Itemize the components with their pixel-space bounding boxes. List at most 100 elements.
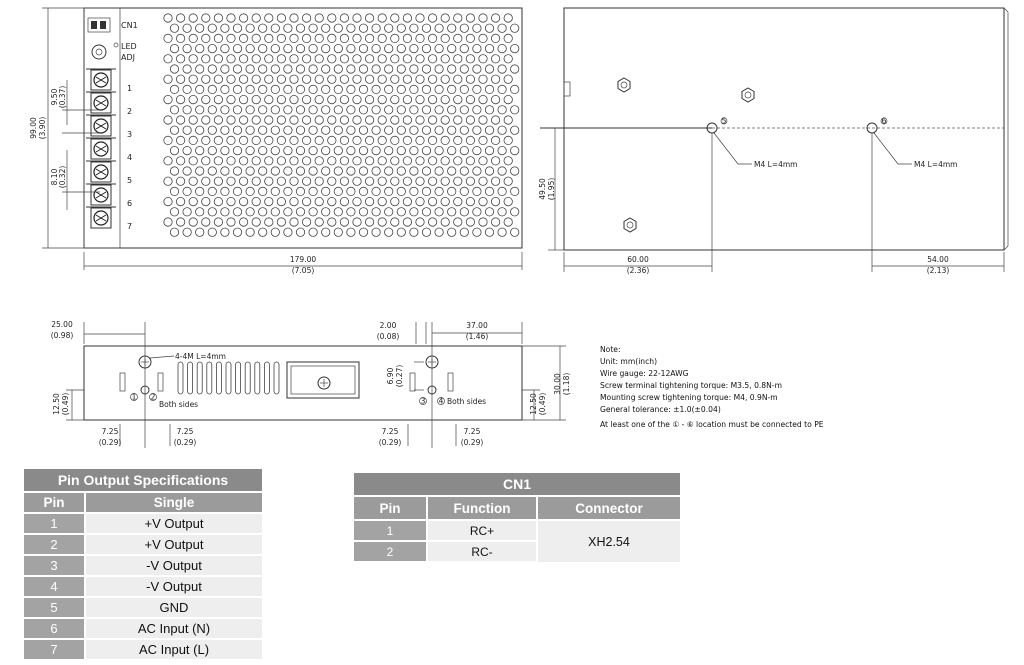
pitch1-dim-mm: 9.50 <box>50 88 59 105</box>
hex-nut <box>741 87 755 103</box>
hole-marker: 6 <box>882 117 887 126</box>
width-dim-in: (7.05) <box>292 266 315 275</box>
front-dim-d-in: (0.27) <box>395 365 404 388</box>
front-dim-g-mm: 7.25 <box>102 427 119 436</box>
side-left-dim-mm: 60.00 <box>627 255 649 264</box>
ac-socket <box>286 361 360 399</box>
top-view-outline <box>83 7 523 249</box>
vent-slots <box>177 361 280 395</box>
adj-label: ADJ <box>121 53 135 62</box>
front-dim-f-in: (1.18) <box>562 373 571 396</box>
side-left-dim-in: (2.36) <box>627 266 650 275</box>
cn1-table: CN1 Pin Function Connector 1 RC+ XH2.54 … <box>354 473 680 563</box>
note-line: At least one of the ① - ⑥ location must … <box>600 420 824 429</box>
cn1-connector-col-header: Connector <box>537 496 680 521</box>
both-sides-label: Both sides <box>447 397 486 406</box>
side-height-dim-mm: 49.50 <box>538 178 547 200</box>
terminal-number: 2 <box>127 107 132 116</box>
front-dim-g-mm: 7.25 <box>177 427 194 436</box>
side-right-dim-mm: 54.00 <box>927 255 949 264</box>
adj-potentiometer <box>91 44 107 60</box>
front-dim-g-in: (0.29) <box>99 438 122 447</box>
cn1-connector <box>87 17 111 33</box>
front-view: 1 2 3 4 Both sides Both sides 4-4M L=4mm… <box>51 320 571 448</box>
pin-col-header: Pin <box>24 492 86 514</box>
pitch2-dim-in: (0.32) <box>58 166 67 189</box>
single-col-header: Single <box>85 492 262 514</box>
front-dim-b-mm: 2.00 <box>380 321 397 330</box>
front-dim-g-mm: 7.25 <box>464 427 481 436</box>
cn1-pin-number: 1 <box>354 520 428 542</box>
pin-number: 3 <box>24 555 86 577</box>
screw-label: M4 L=4mm <box>754 160 797 169</box>
table-row: 3-V Output <box>24 555 262 577</box>
pin-function: AC Input (N) <box>85 618 262 640</box>
front-dim-e-mm: 12.50 <box>52 393 61 415</box>
front-dim-e-right-in: (0.49) <box>538 393 547 416</box>
side-right-dim-in: (2.13) <box>927 266 950 275</box>
table-row: 2+V Output <box>24 534 262 556</box>
pitch2-dim-mm: 8.10 <box>50 168 59 185</box>
pin-number: 7 <box>24 639 86 661</box>
pin-output-table: Pin Output Specifications Pin Single 1+V… <box>24 469 262 661</box>
front-dim-f-mm: 30.00 <box>553 373 562 395</box>
note-line: Unit: mm(inch) <box>600 357 657 366</box>
terminal-number: 4 <box>127 153 132 162</box>
front-screw-label: 4-4M L=4mm <box>175 352 226 361</box>
cn1-table-title: CN1 <box>354 473 680 497</box>
pin-number: 2 <box>24 534 86 556</box>
height-dim-mm: 99.00 <box>29 117 38 139</box>
front-dim-g-in: (0.29) <box>174 438 197 447</box>
front-dim-g-in: (0.29) <box>379 438 402 447</box>
note-line: Mounting screw tightening torque: M4, 0.… <box>600 393 778 402</box>
cn1-connector-type: XH2.54 <box>537 520 680 562</box>
front-dim-b-in: (0.08) <box>377 332 400 341</box>
led-label: LED <box>121 42 137 51</box>
terminal-number: 6 <box>127 199 132 208</box>
ground-screw <box>317 376 331 390</box>
terminal-number: 3 <box>127 130 132 139</box>
table-row: 1+V Output <box>24 513 262 535</box>
side-view-outline <box>563 7 1005 251</box>
pin-function: +V Output <box>85 534 262 556</box>
vent-hole-grid <box>163 13 520 237</box>
side-height-dim-in: (1.95) <box>547 178 556 201</box>
side-view: 5 6 M4 L=4mm M4 L=4mm 49.50 (1.95) 60.00… <box>538 7 1009 275</box>
width-dim-mm: 179.00 <box>290 255 316 264</box>
hole-marker: 1 <box>132 393 137 402</box>
cn1-function-col-header: Function <box>427 496 538 521</box>
cn1-pin-col-header: Pin <box>354 496 428 521</box>
cn1-label: CN1 <box>121 21 138 30</box>
terminal-block-strip <box>83 7 121 249</box>
note-line: Screw terminal tightening torque: M3.5, … <box>600 381 782 390</box>
pin-function: -V Output <box>85 555 262 577</box>
cn1-pin-number: 2 <box>354 541 428 563</box>
led-indicator <box>113 42 119 48</box>
pin-function: GND <box>85 597 262 619</box>
pin-function: +V Output <box>85 513 262 535</box>
pin-function: AC Input (L) <box>85 639 262 661</box>
screw-terminals <box>86 68 116 229</box>
hex-nut <box>623 217 637 233</box>
front-dim-g-in: (0.29) <box>461 438 484 447</box>
front-dim-e-right-mm: 12.50 <box>529 393 538 415</box>
front-dim-a-mm: 25.00 <box>51 320 73 329</box>
top-view: CN1 LED ADJ 1 2 3 4 5 6 7 99.00 (3.90) 9… <box>29 7 523 275</box>
both-sides-label: Both sides <box>159 400 198 409</box>
front-dim-c-mm: 37.00 <box>466 321 488 330</box>
hole-marker: 2 <box>151 393 156 402</box>
pin-function: -V Output <box>85 576 262 598</box>
cn1-pin-function: RC- <box>427 541 538 563</box>
note-line: Note: <box>600 345 621 354</box>
terminal-number: 7 <box>127 222 132 231</box>
notes-block: Note: Unit: mm(inch) Wire gauge: 22-12AW… <box>600 345 824 429</box>
pin-number: 1 <box>24 513 86 535</box>
note-line: General tolerance: ±1.0(±0.04) <box>600 405 721 414</box>
pin-number: 5 <box>24 597 86 619</box>
height-dim-in: (3.90) <box>38 117 47 140</box>
screw-label: M4 L=4mm <box>914 160 957 169</box>
